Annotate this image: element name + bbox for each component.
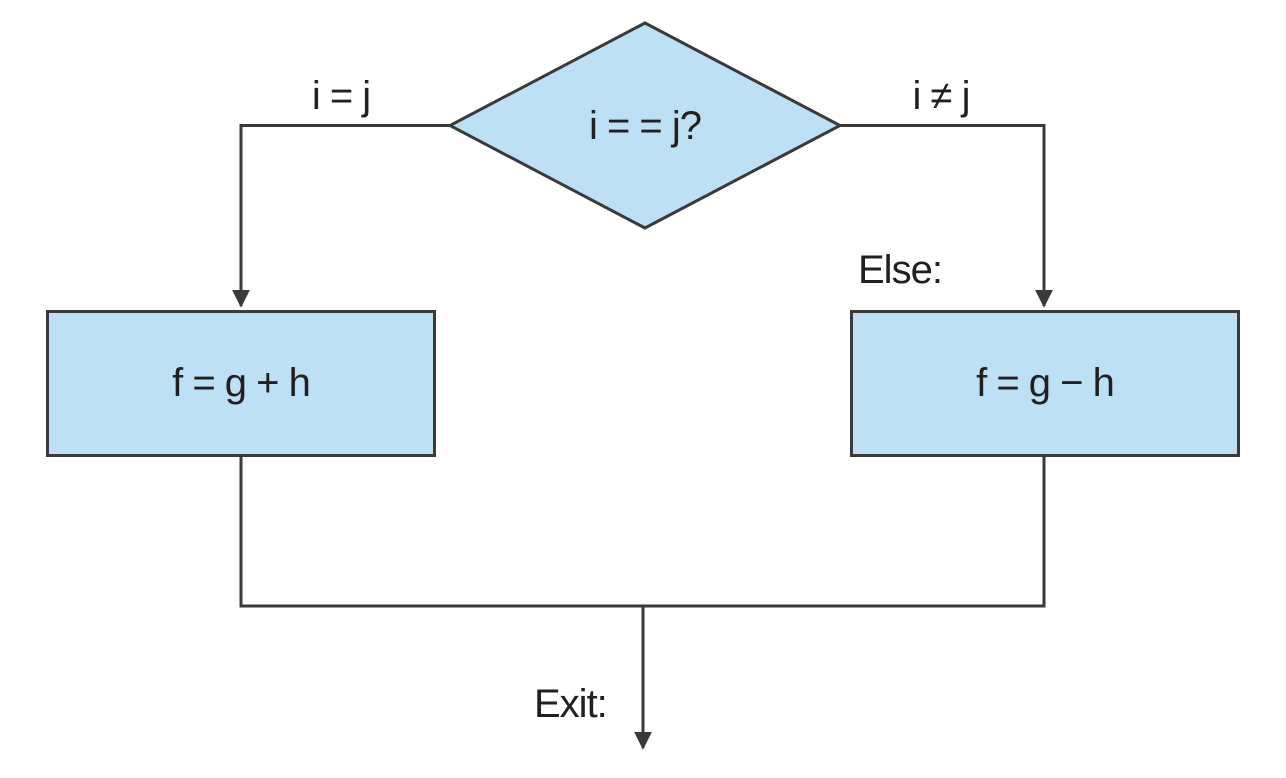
edge-merge	[239, 456, 1046, 608]
edge-true-branch	[232, 124, 450, 308]
edge-label-equal: i = j	[311, 74, 371, 118]
exit-annotation: Exit:	[534, 682, 608, 726]
process-box-subtract: f = g − h	[850, 310, 1240, 457]
process-box-subtract-label: f = g − h	[976, 361, 1115, 405]
edge-false-branch	[840, 124, 1053, 308]
decision-diamond	[446, 21, 844, 230]
else-annotation: Else:	[858, 248, 943, 292]
process-box-add-label: f = g + h	[172, 361, 311, 405]
edge-label-not-equal: i ≠ j	[912, 74, 971, 118]
decision-label: i = = j?	[588, 104, 702, 148]
process-box-add: f = g + h	[46, 310, 436, 457]
